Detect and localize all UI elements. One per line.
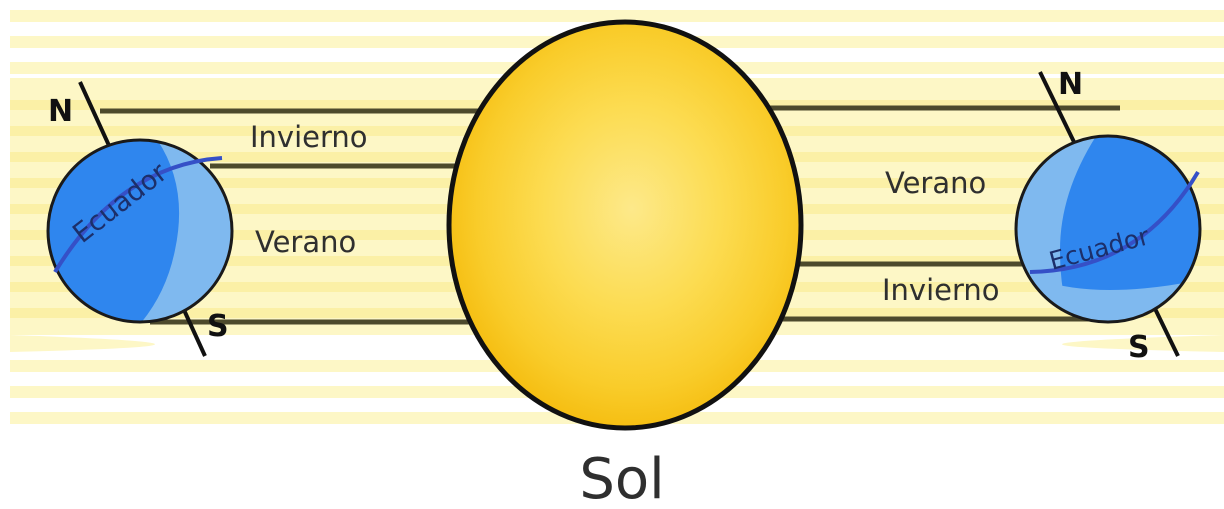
- right-top-band-label: Verano: [885, 166, 986, 200]
- left-bottom-band-label: Verano: [255, 225, 356, 259]
- sun-disk: [446, 19, 804, 431]
- right-earth: Ecuador N S: [1014, 67, 1202, 365]
- left-top-band-label: Invierno: [250, 120, 368, 154]
- right-globe: [1014, 134, 1202, 324]
- left-band-lines: [100, 108, 480, 325]
- left-north-label: N: [48, 94, 73, 129]
- right-equator: [1029, 170, 1200, 274]
- right-south-label: S: [1128, 330, 1150, 365]
- right-north-label: N: [1058, 67, 1083, 102]
- right-band-lines: [770, 105, 1120, 322]
- sun-label: Sol: [579, 447, 664, 509]
- left-globe: [46, 138, 234, 324]
- ray-stripe: [10, 10, 1224, 22]
- sun: [446, 19, 804, 431]
- left-south-label: S: [207, 309, 229, 344]
- right-bottom-band-label: Invierno: [882, 273, 1000, 307]
- left-equator: [53, 156, 223, 274]
